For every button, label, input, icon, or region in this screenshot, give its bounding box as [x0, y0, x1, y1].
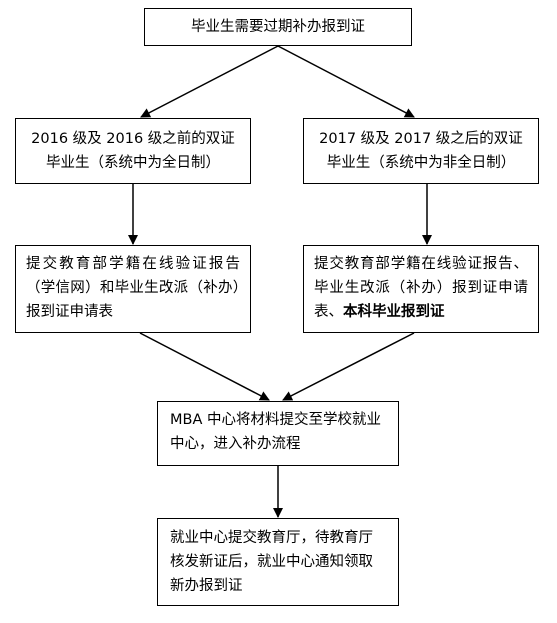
- node-left-submit-materials: 提交教育部学籍在线验证报告（学信网）和毕业生改派（补办）报到证申请表: [15, 245, 251, 333]
- node-left-submit-text: 提交教育部学籍在线验证报告（学信网）和毕业生改派（补办）报到证申请表: [26, 256, 240, 320]
- node-grade-2016-and-before: 2016 级及 2016 级之前的双证毕业生（系统中为全日制）: [15, 118, 251, 184]
- node-mba-center-text: MBA 中心将材料提交至学校就业中心，进入补办流程: [170, 412, 381, 452]
- node-start: 毕业生需要过期补办报到证: [144, 8, 412, 46]
- node-final-step-text: 就业中心提交教育厅，待教育厅核发新证后，就业中心通知领取新办报到证: [170, 530, 373, 594]
- node-grade-2017-and-after: 2017 级及 2017 级之后的双证毕业生（系统中为非全日制）: [303, 118, 539, 184]
- arrow-top-to-right: [277, 45, 415, 118]
- arrow-top-to-left: [140, 45, 279, 118]
- node-grade-2017-text: 2017 级及 2017 级之后的双证毕业生（系统中为非全日制）: [319, 131, 523, 171]
- node-mba-center: MBA 中心将材料提交至学校就业中心，进入补办流程: [157, 401, 399, 466]
- node-right-submit-text: 提交教育部学籍在线验证报告、毕业生改派（补办）报到证申请表、: [314, 256, 528, 320]
- arrow-left2-to-mid: [139, 332, 270, 401]
- arrow-right2-to-mid: [282, 332, 415, 401]
- node-right-submit-materials: 提交教育部学籍在线验证报告、毕业生改派（补办）报到证申请表、本科毕业报到证: [303, 245, 539, 333]
- node-start-text: 毕业生需要过期补办报到证: [191, 19, 365, 35]
- node-final-step: 就业中心提交教育厅，待教育厅核发新证后，就业中心通知领取新办报到证: [157, 518, 399, 606]
- node-right-submit-bold-text: 本科毕业报到证: [343, 304, 445, 320]
- node-grade-2016-text: 2016 级及 2016 级之前的双证毕业生（系统中为全日制）: [31, 131, 235, 171]
